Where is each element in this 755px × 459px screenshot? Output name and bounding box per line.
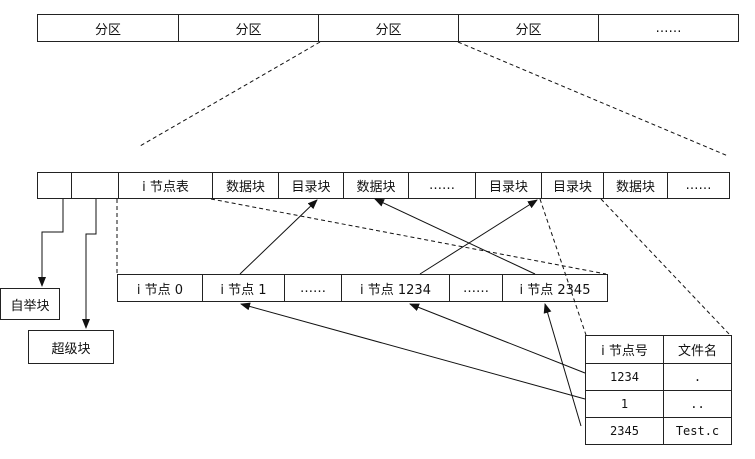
entry1-to-inode-arrow: [240, 302, 586, 400]
directory-block-cell: 目录块: [475, 173, 541, 198]
ellipsis-cell: ……: [667, 173, 729, 198]
table-row: 1234 .: [586, 363, 731, 390]
file-name-cell: ..: [663, 391, 731, 417]
inode-cell: i 节点 2345: [502, 275, 607, 301]
inode-ellipsis-cell: ……: [449, 275, 502, 301]
partition-cell: 分区: [94, 22, 121, 38]
inode-number-cell: 2345: [610, 424, 639, 438]
inode-zoom-line-right: [210, 198, 607, 275]
partition-zoom-line-left: [139, 41, 321, 147]
inode-number-cell: 1234: [610, 370, 639, 384]
partition-cell: 分区: [178, 15, 318, 41]
directory-block-cell: 目录块: [541, 173, 603, 198]
table-header-cell: 文件名: [663, 336, 731, 363]
boot-block-arrow: [38, 199, 64, 287]
inode-bar: i 节点 0 i 节点 1 …… i 节点 1234 …… i 节点 2345: [117, 274, 608, 302]
table-header-row: i 节点号 文件名: [586, 336, 731, 363]
data-block-cell: 数据块: [212, 173, 278, 198]
inode-table-cell: i 节点表: [118, 173, 212, 198]
partition-cell: 分区: [318, 15, 458, 41]
super-block-cell: [71, 173, 118, 198]
inode-cell: i 节点 1234: [341, 275, 449, 301]
inode-ellipsis-cell: ……: [284, 275, 341, 301]
dirblock-zoom-line-left: [539, 198, 587, 336]
data-block-cell: 数据块: [343, 173, 408, 198]
partition-bar: 分区 分区 分区 分区 ……: [37, 14, 739, 42]
inode-number-cell: 1: [620, 397, 629, 411]
entry1234-to-inode-arrow: [409, 303, 586, 374]
file-name-cell: Test.c: [663, 418, 731, 444]
partition-zoom-line-right: [457, 41, 729, 157]
partition-cell: ……: [598, 15, 738, 41]
data-block-cell: 数据块: [603, 173, 667, 198]
filesystem-bar: i 节点表 数据块 目录块 数据块 …… 目录块 目录块 数据块 ……: [37, 172, 730, 199]
ellipsis-cell: ……: [408, 173, 475, 198]
dirblock-zoom-line-right: [600, 198, 731, 336]
inode-cell: i 节点 0: [136, 282, 184, 298]
boot-block-label: 自举块: [10, 298, 50, 314]
table-header-cell: i 节点号: [601, 344, 648, 359]
boot-block-box: 自举块: [0, 288, 60, 320]
super-block-label: 超级块: [51, 341, 91, 357]
file-name-cell: .: [663, 364, 731, 390]
entry2345-to-inode-arrow: [543, 303, 582, 427]
inode-cell: i 节点 1: [202, 275, 284, 301]
table-row: 1 ..: [586, 390, 731, 417]
partition-cell: 分区: [458, 15, 598, 41]
super-block-arrow: [82, 199, 97, 329]
inode1-to-dirblock-arrow: [239, 199, 318, 275]
directory-table: i 节点号 文件名 1234 . 1 .. 2345 Test.c: [585, 335, 732, 445]
directory-block-cell: 目录块: [278, 173, 343, 198]
table-row: 2345 Test.c: [586, 417, 731, 444]
super-block-box: 超级块: [28, 330, 114, 364]
inode2345-to-datablock-arrow: [374, 198, 536, 275]
inode1234-to-dirblock-arrow: [419, 199, 538, 275]
